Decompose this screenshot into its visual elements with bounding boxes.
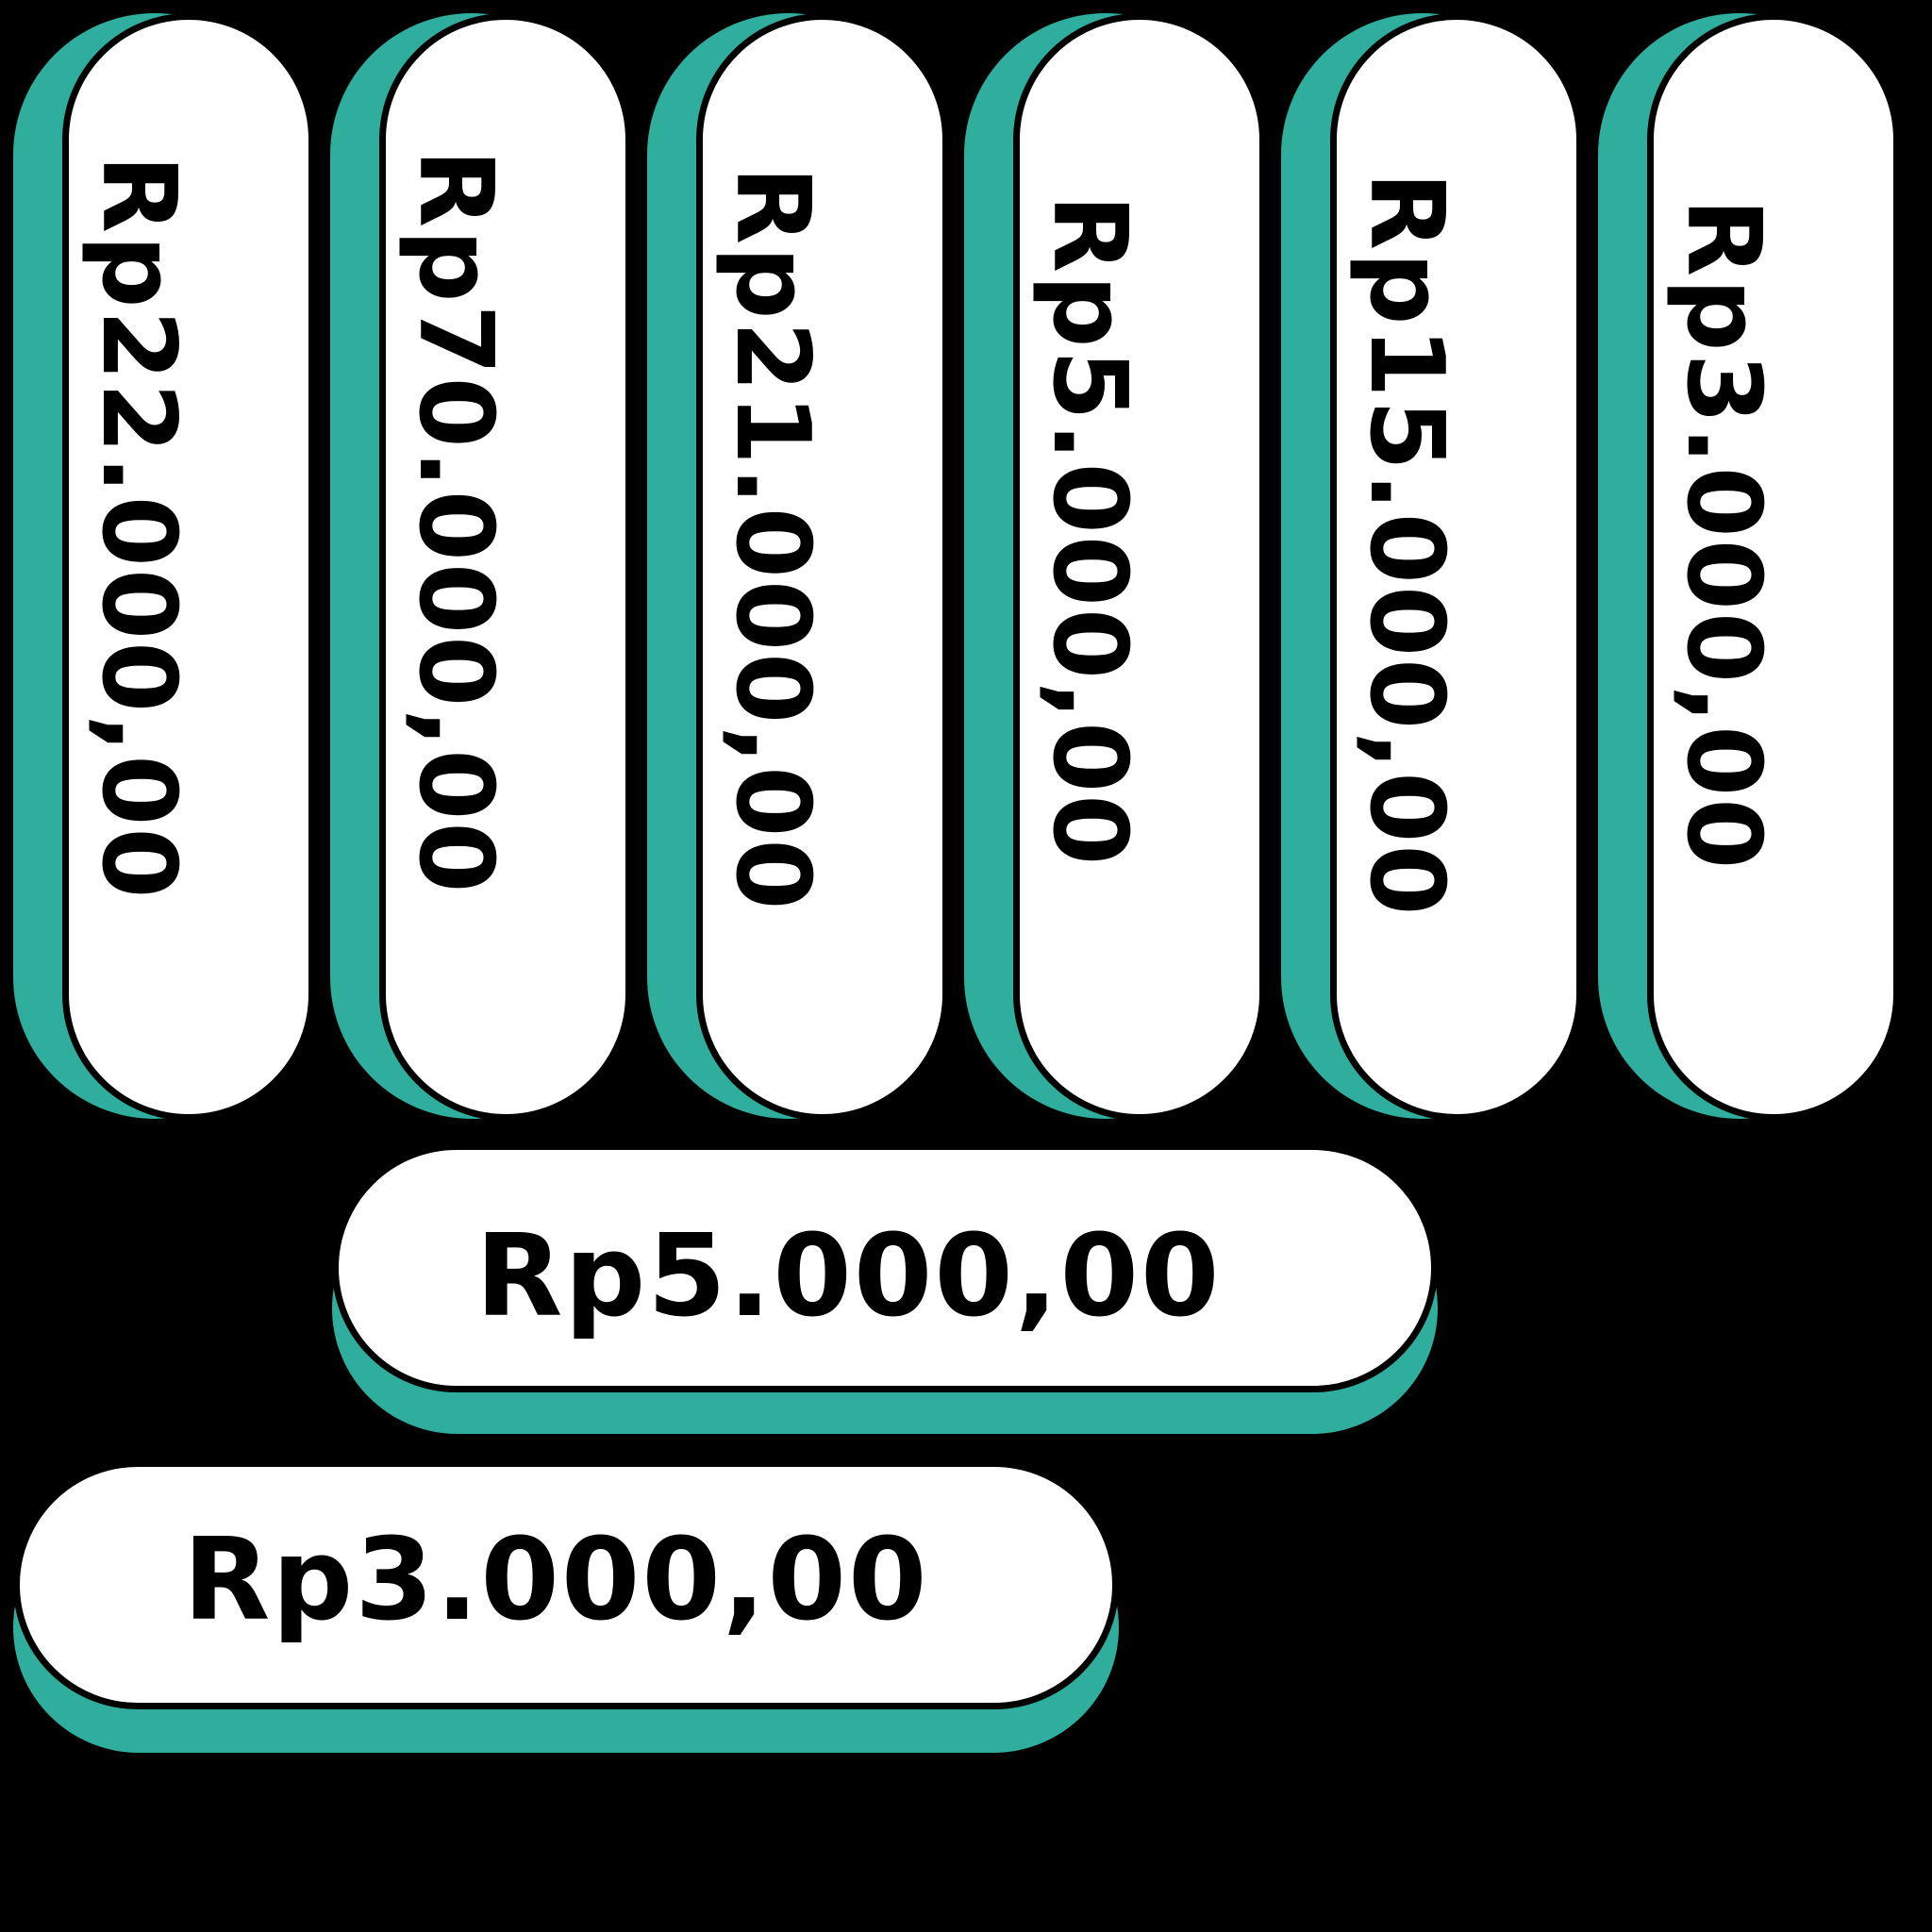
- price-text: Rp22.000,00: [79, 155, 197, 901]
- price-label-7: Rp5.000,00: [332, 1143, 1438, 1438]
- label-face: [379, 13, 632, 1121]
- price-text: Rp15.000,00: [1347, 172, 1465, 918]
- price-text: Rp21.000,00: [713, 166, 831, 912]
- price-text: Rp5.000,00: [1030, 194, 1148, 868]
- price-text: Rp3.000,00: [1664, 198, 1782, 872]
- price-label-6: Rp3.000,00: [1598, 13, 1900, 1126]
- price-text: Rp70.000,00: [396, 149, 514, 895]
- label-face: [1647, 13, 1900, 1121]
- label-face: [1013, 13, 1266, 1121]
- price-text: Rp3.000,00: [183, 1515, 929, 1646]
- price-label-8: Rp3.000,00: [13, 1460, 1119, 1755]
- label-face: [332, 1143, 1438, 1392]
- price-label-5: Rp15.000,00: [1281, 13, 1583, 1126]
- label-face: [1330, 13, 1583, 1121]
- price-label-4: Rp5.000,00: [964, 13, 1266, 1126]
- price-label-1: Rp22.000,00: [13, 13, 315, 1126]
- label-face: [696, 13, 949, 1121]
- label-face: [62, 13, 315, 1121]
- price-text: Rp5.000,00: [475, 1211, 1222, 1342]
- label-face: [13, 1460, 1119, 1709]
- price-label-2: Rp70.000,00: [330, 13, 632, 1126]
- price-label-3: Rp21.000,00: [647, 13, 949, 1126]
